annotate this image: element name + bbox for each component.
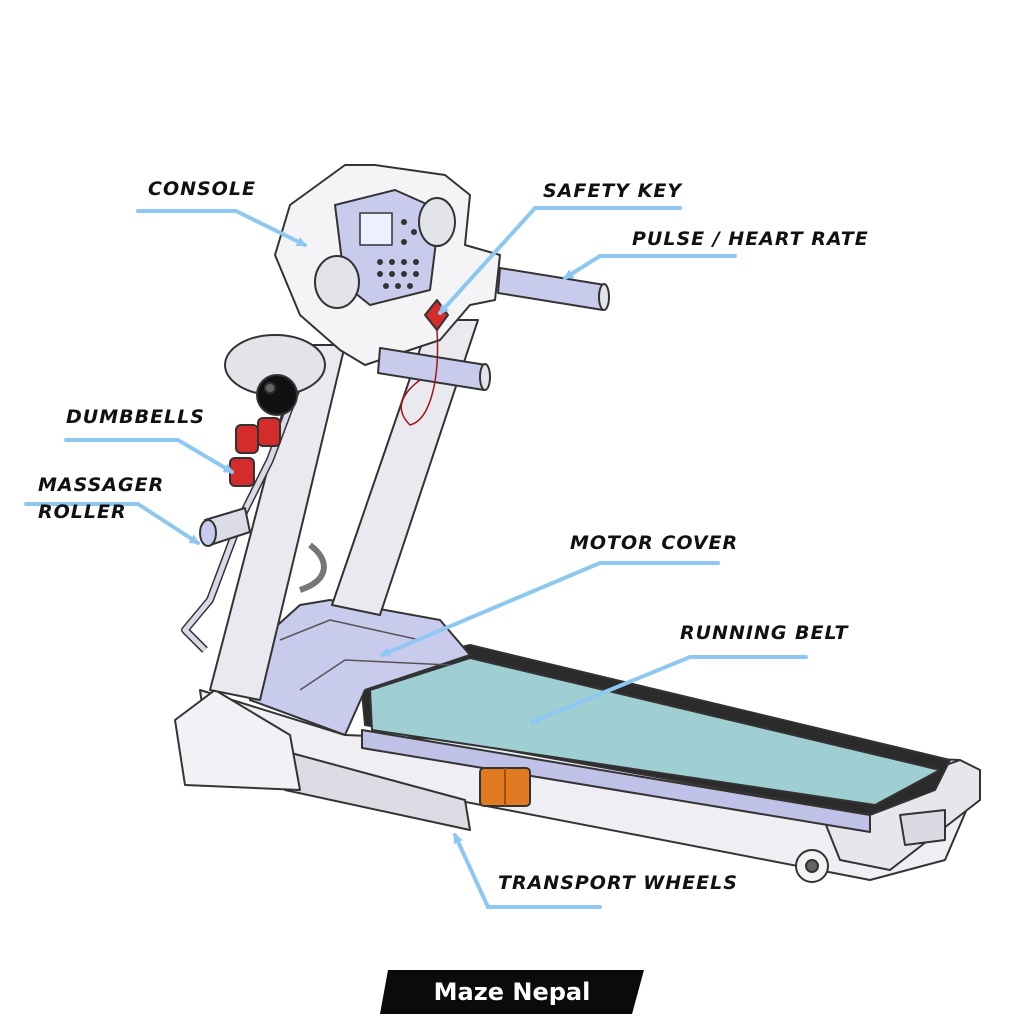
brand-badge: Maze Nepal — [380, 970, 644, 1014]
brand-name: Maze Nepal — [433, 978, 591, 1006]
massager-roller — [199, 507, 251, 547]
massager-leader — [24, 502, 200, 545]
console-housing — [274, 164, 501, 366]
transport-wheel-block — [479, 767, 531, 807]
label-dumbbells: DUMBBELLS — [66, 406, 205, 428]
label-pulse-heart-rate: PULSE / HEART RATE — [632, 228, 869, 250]
running-belt-leader — [530, 655, 808, 724]
massager-head — [224, 334, 326, 416]
upright-left — [209, 344, 346, 701]
rear-wheel — [795, 849, 829, 883]
running-belt — [359, 644, 951, 833]
upright-right — [331, 319, 479, 616]
label-safety-key: SAFETY KEY — [543, 180, 683, 202]
handlebar-right — [497, 267, 610, 311]
label-massager: MASSAGER — [38, 474, 165, 496]
pulse-leader — [563, 254, 737, 280]
dumbbells-leader — [64, 438, 234, 474]
label-running-belt: RUNNING BELT — [680, 622, 849, 644]
label-roller: ROLLER — [38, 501, 127, 523]
label-motor-cover: MOTOR COVER — [570, 532, 739, 554]
motor-cover-leader — [380, 561, 720, 657]
treadmill-illustration — [174, 164, 981, 883]
dumbbells — [229, 417, 281, 487]
leader-lines — [24, 206, 808, 909]
safety-key-leader — [438, 206, 682, 315]
handlebar-left — [377, 347, 491, 391]
motor-cover — [249, 599, 471, 736]
label-console: CONSOLE — [148, 178, 256, 200]
console-leader — [136, 209, 307, 247]
brand-badge-shape — [380, 970, 644, 1014]
label-transport-wheels: TRANSPORT WHEELS — [498, 872, 738, 894]
transport-wheels-leader — [453, 833, 602, 909]
safety-key-cord — [400, 329, 439, 426]
